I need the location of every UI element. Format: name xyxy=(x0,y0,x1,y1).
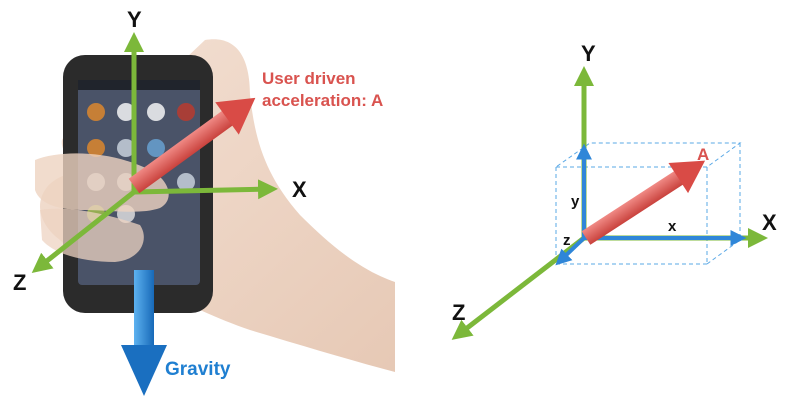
z-component-arrow xyxy=(555,236,586,266)
left-z-axis xyxy=(31,190,136,273)
right-diagram: Y X Z A y x z xyxy=(451,41,777,340)
acceleration-arrow xyxy=(128,97,256,194)
gravity-arrow xyxy=(121,270,167,396)
component-box xyxy=(554,142,742,265)
x-component-label: x xyxy=(668,218,677,235)
y-component-label: y xyxy=(571,193,580,210)
vector-a-arrow xyxy=(581,160,706,245)
gravity-label: Gravity xyxy=(165,359,231,380)
right-y-label: Y xyxy=(581,41,596,66)
left-x-axis xyxy=(133,179,278,200)
vector-a-label: A xyxy=(697,145,709,164)
acceleration-label-line2: acceleration: A xyxy=(262,91,383,110)
left-x-label: X xyxy=(292,177,307,202)
left-z-label: Z xyxy=(13,270,26,295)
z-component-label: z xyxy=(563,232,571,249)
right-x-label: X xyxy=(762,210,777,235)
right-z-axis xyxy=(451,236,586,340)
left-diagram: Y X Z User driven acceleration: A Gravit… xyxy=(13,7,395,396)
left-y-label: Y xyxy=(127,7,142,32)
acceleration-label-line1: User driven xyxy=(262,69,356,88)
right-z-label: Z xyxy=(452,300,465,325)
